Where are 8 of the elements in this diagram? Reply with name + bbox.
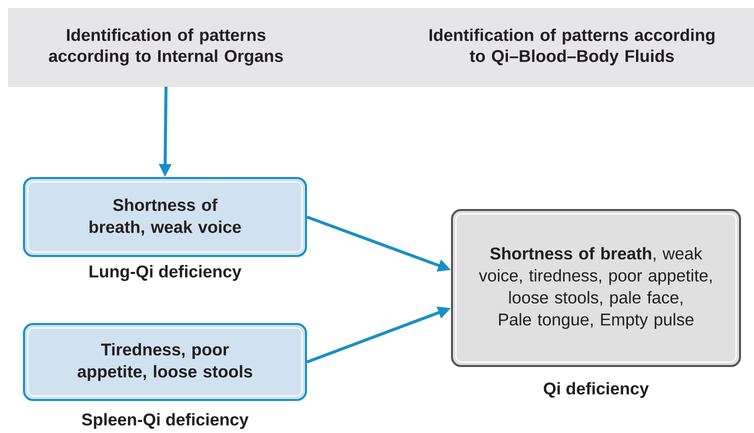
node-caption: Lung-Qi deficiency: [90, 265, 242, 281]
heading: Identification of patterns according to Internal Organs: [48, 28, 283, 66]
heading: Identification of patterns according to Qi–Blood–Body Fluids: [430, 28, 714, 66]
symptom-box: Shortness of breath, weak voice: [23, 177, 307, 257]
symptom-box: Tiredness, poor appetite, loose stools: [23, 323, 307, 401]
node-caption: Spleen-Qi deficiency: [82, 413, 249, 429]
result-box: Shortness of breath, weak voice, tiredness, poor appetite, loose stools, pale face, Pale tongue, Empty pulse: [451, 209, 741, 367]
node-caption: Qi deficiency: [544, 382, 649, 398]
